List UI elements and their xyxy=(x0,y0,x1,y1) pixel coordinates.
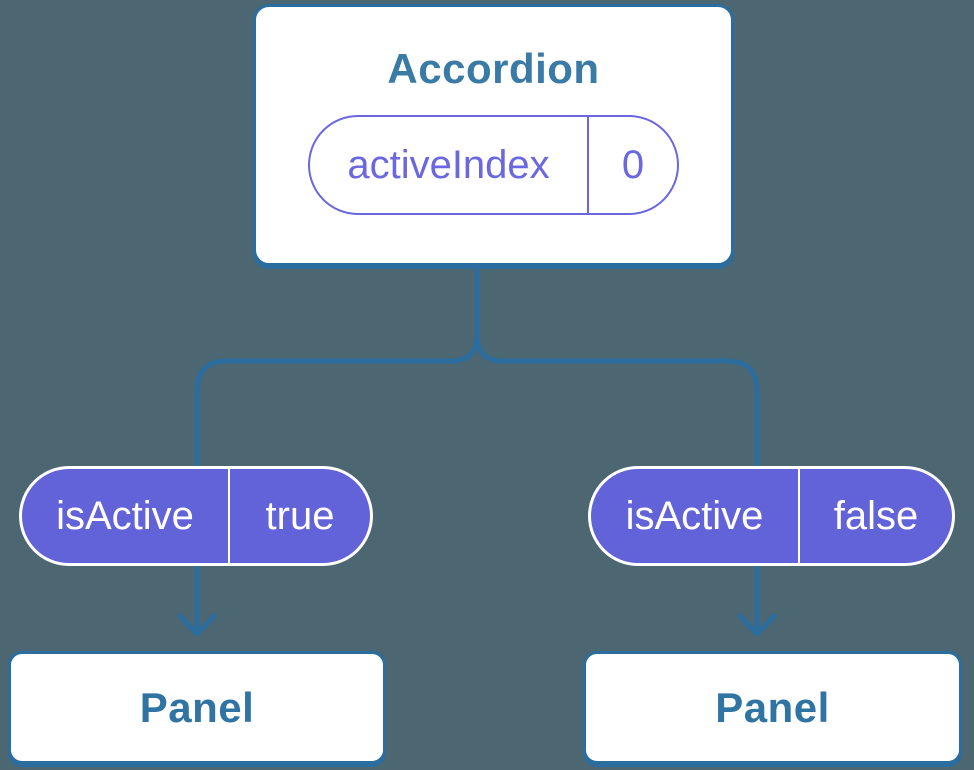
state-pill-activeindex: activeIndex 0 xyxy=(308,115,679,215)
panel-node-left: Panel xyxy=(8,651,386,764)
panel-node-right: Panel xyxy=(583,651,962,764)
prop-name: isActive xyxy=(591,469,800,563)
prop-name: isActive xyxy=(22,469,230,563)
accordion-title: Accordion xyxy=(387,45,600,92)
panel-title: Panel xyxy=(139,683,255,731)
accordion-node: Accordion activeIndex 0 xyxy=(253,4,734,266)
prop-value: false xyxy=(833,493,919,538)
state-value: 0 xyxy=(621,142,645,187)
prop-value: true xyxy=(265,493,335,538)
arrow-down-icon xyxy=(737,613,777,637)
prop-pill-isactive-true: isActive true xyxy=(19,466,373,566)
panel-title: Panel xyxy=(715,683,830,731)
arrow-down-icon xyxy=(177,613,217,637)
connector-right-branch xyxy=(474,263,760,633)
state-name: activeIndex xyxy=(310,117,589,213)
prop-pill-isactive-false: isActive false xyxy=(588,466,955,566)
connector-left-branch xyxy=(194,263,480,633)
